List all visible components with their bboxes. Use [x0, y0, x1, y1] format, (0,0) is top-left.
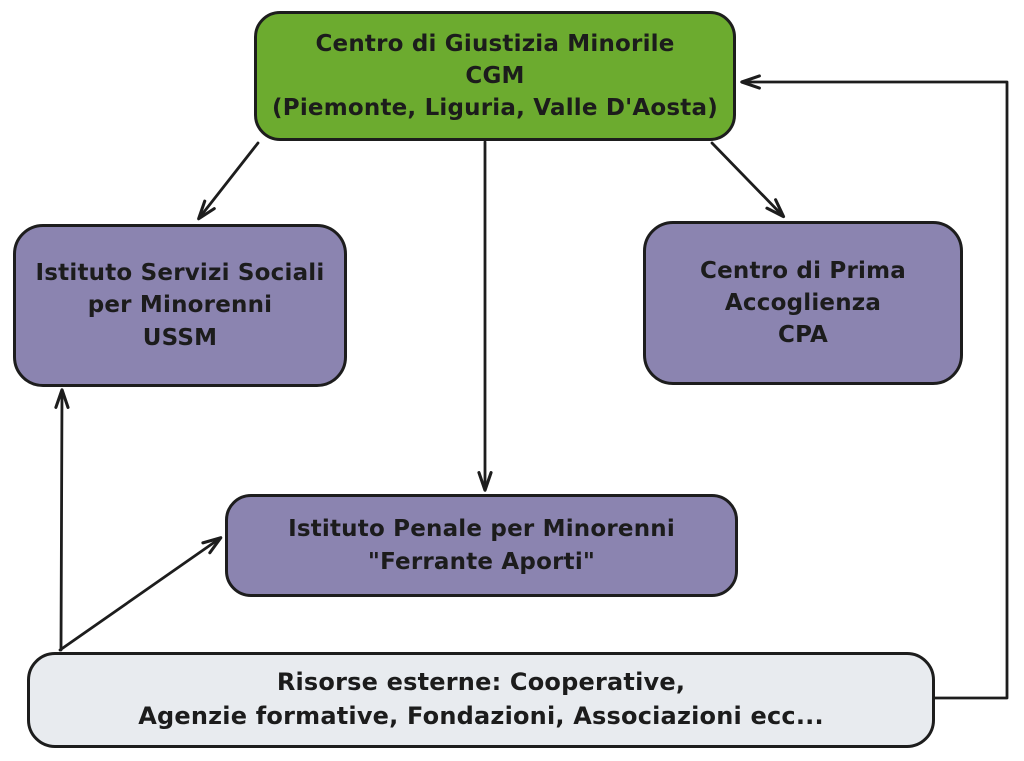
arrow-risorse-to-ipm	[58, 536, 223, 652]
node-line: Istituto Penale per Minorenni	[288, 516, 675, 543]
node-line: CGM	[465, 62, 525, 89]
node-centro-giustizia-minorile: Centro di Giustizia Minorile CGM (Piemon…	[254, 11, 736, 141]
arrow-cgm-to-ussm	[197, 141, 260, 221]
node-line: Istituto Servizi Sociali	[35, 260, 325, 287]
node-istituto-servizi-sociali: Istituto Servizi Sociali per Minorenni U…	[13, 224, 347, 387]
node-line: per Minorenni	[87, 292, 273, 319]
node-risorse-esterne: Risorse esterne: Cooperative, Agenzie fo…	[27, 652, 935, 748]
node-centro-prima-accoglienza: Centro di Prima Accoglienza CPA	[643, 221, 963, 385]
node-line: Accoglienza	[724, 289, 882, 316]
node-line: (Piemonte, Liguria, Valle D'Aosta)	[272, 95, 718, 122]
node-line: Centro di Giustizia Minorile	[315, 30, 675, 57]
arrow-cgm-to-cpa	[710, 141, 786, 219]
arrow-risorse-to-cgm	[740, 74, 1009, 700]
node-line: Risorse esterne: Cooperative,	[276, 668, 686, 697]
node-istituto-penale-minorenni: Istituto Penale per Minorenni "Ferrante …	[225, 494, 738, 597]
node-line: USSM	[142, 324, 218, 351]
node-line: Agenzie formative, Fondazioni, Associazi…	[138, 702, 824, 730]
node-line: Centro di Prima	[700, 257, 906, 284]
node-line: CPA	[777, 322, 829, 349]
node-line: "Ferrante Aporti"	[367, 548, 596, 575]
arrow-risorse-to-ussm	[54, 388, 70, 652]
